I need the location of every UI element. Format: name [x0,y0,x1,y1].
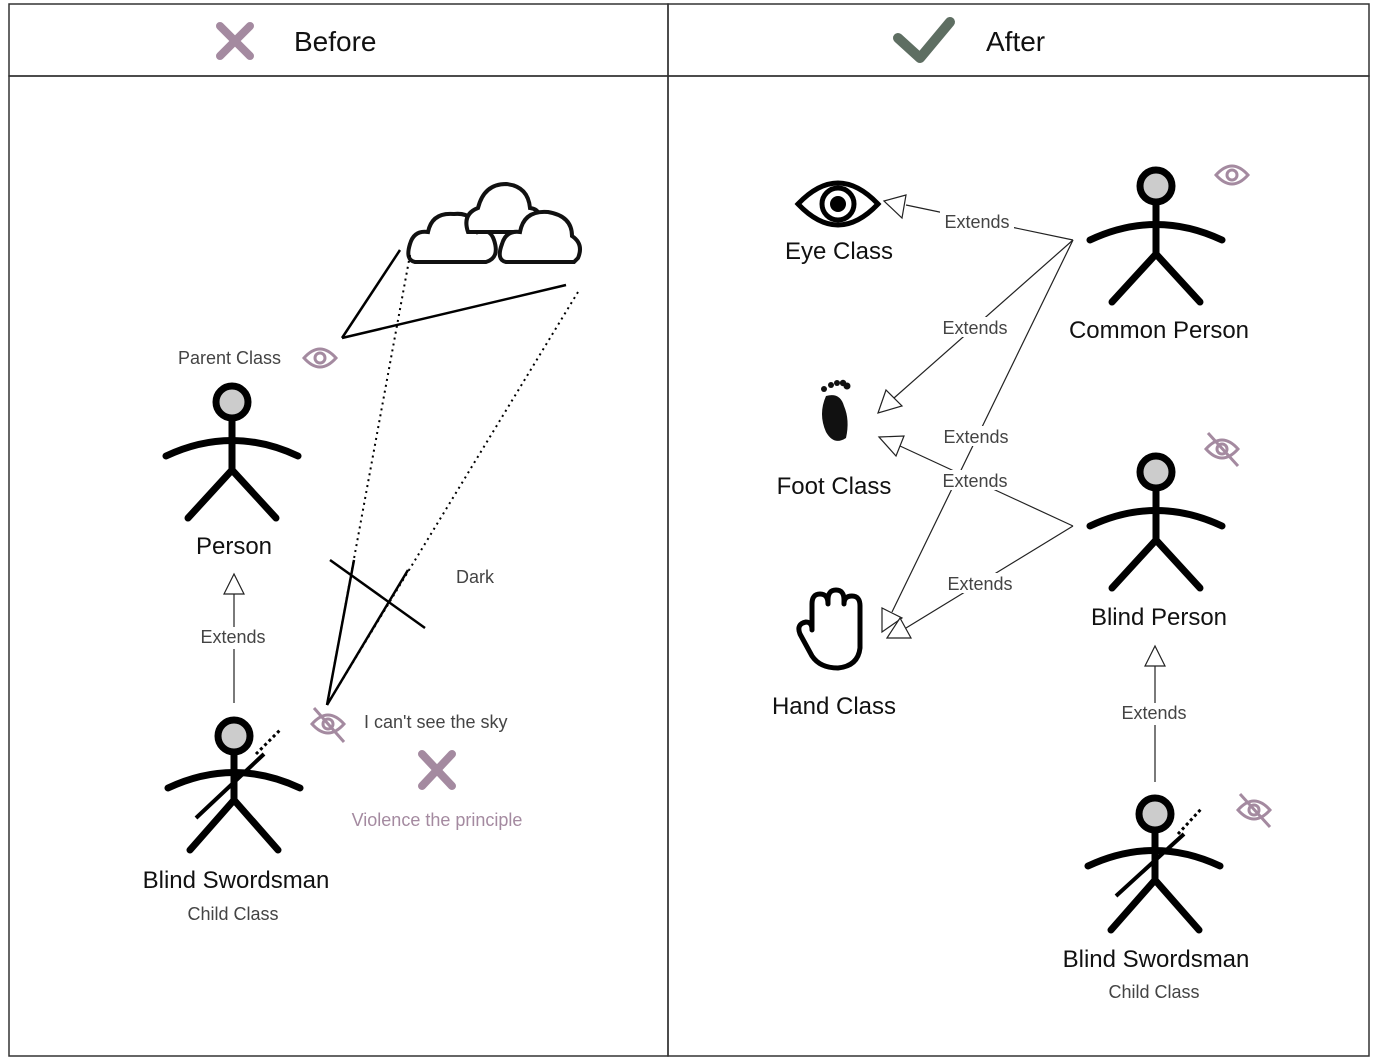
eye-icon [794,180,882,228]
extends-label: Extends [942,318,1007,338]
eye-slash-icon [1235,792,1273,829]
swordsman-label: Blind Swordsman [1063,946,1250,973]
after-panel [667,75,1370,1057]
extends-arrowhead [877,388,904,414]
after-title: After [986,26,1045,57]
person-figure [162,382,302,522]
sight-solid-right [325,569,410,706]
extends-label: Extends [944,212,1009,232]
person-label: Person [196,533,272,560]
extends-label: Extends [1121,703,1186,723]
cone-bottom-line [341,283,567,340]
blind-swordsman-figure [164,716,304,854]
eye-slash-icon [309,707,347,743]
blind-person-label: Blind Person [1091,604,1227,631]
cloud-icon [406,181,582,264]
common-person-label: Common Person [1069,317,1249,344]
eye-class-label: Eye Class [785,238,893,265]
cone-left-line [340,249,402,339]
extends-label: Extends [947,574,1012,594]
extends-label: Extends [942,471,1007,491]
extends-arrowhead [223,572,245,595]
blind-swordsman-figure [1084,794,1224,934]
extends-arrowhead [877,435,905,458]
dark-label: Dark [456,567,495,587]
parent-class-label: Parent Class [178,348,281,368]
extends-label: Extends [943,427,1008,447]
extends-arrowhead [882,194,907,220]
violation-label: Violence the principle [352,810,523,830]
sight-line-left [326,254,411,706]
extends-arrowhead [885,616,913,639]
violation-cross-icon [418,750,456,790]
hand-class-label: Hand Class [772,693,896,720]
common-person-figure [1086,166,1226,306]
eye-icon [1213,164,1251,186]
extends-label: Extends [200,627,265,647]
extends-arrowhead [881,607,904,634]
sight-solid-left [325,559,356,706]
hand-icon [796,587,863,671]
cross-icon [216,22,254,60]
foot-icon [821,379,851,441]
swordsman-label: Blind Swordsman [143,867,330,894]
sky-note: I can't see the sky [364,712,508,732]
child-class-label: Child Class [1108,982,1199,1002]
block-cross-line [329,558,426,630]
eye-icon [301,347,339,369]
check-icon [893,17,955,63]
extends-arrowhead [1144,644,1166,667]
blind-person-figure [1086,452,1226,592]
foot-class-label: Foot Class [777,473,892,500]
eye-slash-icon [1203,431,1241,468]
child-class-label: Child Class [187,904,278,924]
before-title: Before [294,26,377,57]
